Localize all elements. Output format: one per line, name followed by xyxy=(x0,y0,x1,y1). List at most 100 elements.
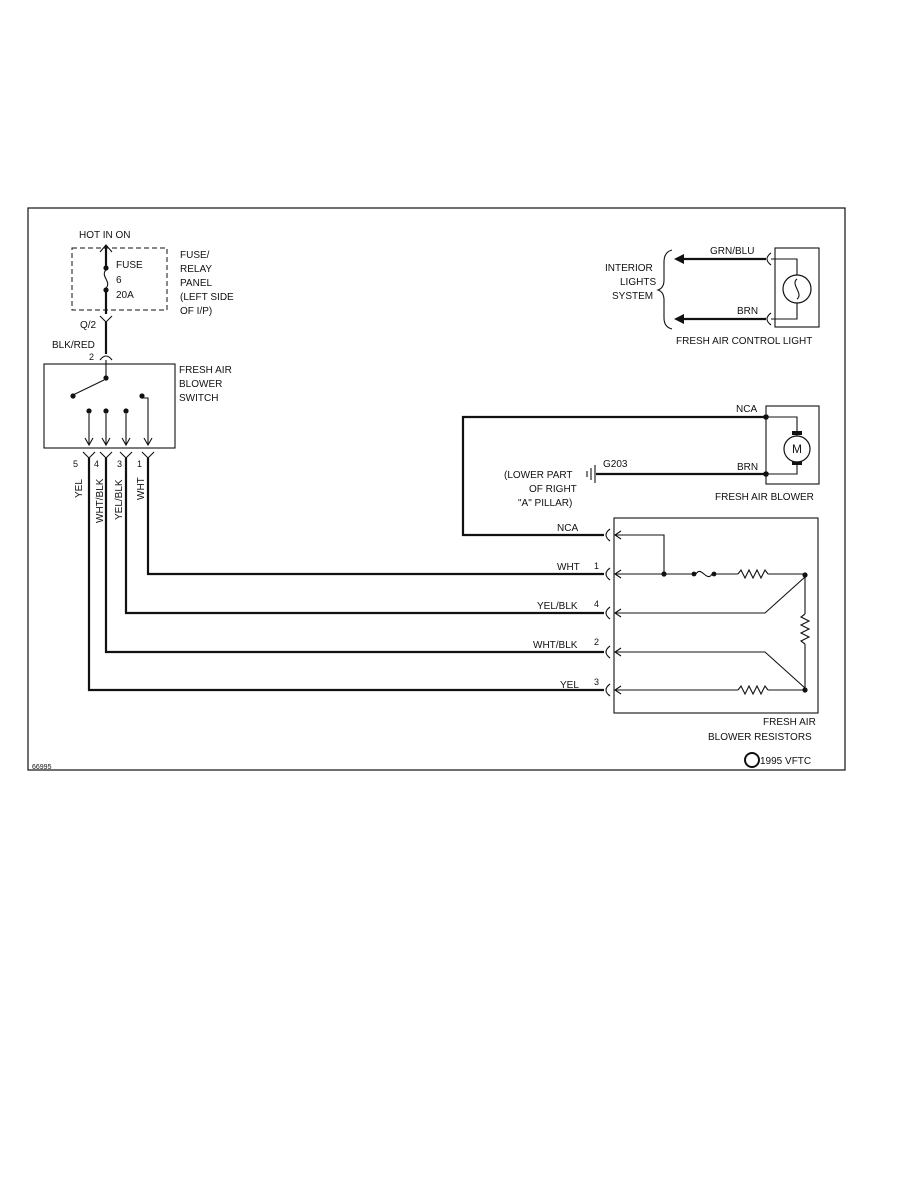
control-light-wire-label-grn-blu: GRN/BLU xyxy=(710,246,754,257)
switch-lead-1 xyxy=(142,397,149,444)
switch-pin-5: 5 xyxy=(73,459,78,469)
wire-label-yel: YEL xyxy=(560,680,579,691)
switch-position-2-contact xyxy=(123,408,129,414)
figure-id: 66995 xyxy=(32,764,52,771)
motor-symbol: M xyxy=(792,442,802,456)
blk-red-wire-label: BLK/RED xyxy=(52,340,95,351)
ground-location-1: (LOWER PART xyxy=(504,470,573,481)
ground-location-3: "A" PILLAR) xyxy=(518,498,572,509)
resistor-pin-4: 4 xyxy=(594,599,599,609)
control-light-lead-top xyxy=(771,258,798,275)
switch-wire-label-yel: YEL xyxy=(74,479,85,498)
bulb-filament-icon xyxy=(794,278,800,300)
connector-q2-label: Q/2 xyxy=(80,320,97,331)
blower-terminal-nca xyxy=(763,414,769,420)
resistors-name-1: FRESH AIR xyxy=(763,717,816,728)
blower-motor-lead-top xyxy=(768,416,798,436)
diagram-frame xyxy=(27,207,846,771)
thermal-fuse-terminal-right xyxy=(711,571,717,577)
motor-icon xyxy=(783,435,811,463)
switch-blade-icon xyxy=(72,379,105,396)
interior-lights-name-2: LIGHTS xyxy=(620,277,656,288)
ground-id: G203 xyxy=(603,459,628,470)
wire-label-nca-resistors: NCA xyxy=(557,523,578,534)
fuse-panel-name-5: OF I/P) xyxy=(180,306,212,317)
resistor-vertical-icon xyxy=(799,613,811,645)
wire-yel xyxy=(87,458,604,692)
blower-switch-name-2: BLOWER xyxy=(179,379,222,390)
copyright-icon xyxy=(744,752,760,768)
blower-motor-lead-bottom xyxy=(768,462,798,475)
control-light-box xyxy=(774,247,820,328)
switch-position-4-contact xyxy=(86,408,92,414)
fuse-label: FUSE xyxy=(116,260,143,271)
switch-wire-label-wht: WHT xyxy=(136,477,147,500)
switch-arrow-5-icon xyxy=(84,437,94,447)
resistors-name-2: BLOWER RESISTORS xyxy=(708,732,812,743)
switch-pin-1: 1 xyxy=(137,459,142,469)
wire-label-yel-blk: YEL/BLK xyxy=(537,601,578,612)
switch-pin-3: 3 xyxy=(117,459,122,469)
resistor-nca-lead xyxy=(615,534,665,574)
switch-input-connector-icon xyxy=(99,355,113,361)
interior-lights-name-3: SYSTEM xyxy=(612,291,653,302)
switch-arrow-4-icon xyxy=(101,437,111,447)
switch-pin-4: 4 xyxy=(94,459,99,469)
wire-wht-blk xyxy=(104,458,604,654)
control-light-connector-top-icon xyxy=(766,252,772,266)
fuse-relay-panel: HOT IN ON FUSE 6 20A FUSE/ RELAY PANEL (… xyxy=(71,230,234,331)
resistor-input-4-lead xyxy=(615,576,806,614)
resistor-connector-2-icon xyxy=(605,645,611,659)
ground-g203: G203 (LOWER PART OF RIGHT "A" PILLAR) xyxy=(504,459,766,509)
hot-feed-arrow-icon xyxy=(99,244,113,253)
fuse-panel-name-4: (LEFT SIDE xyxy=(180,292,234,303)
fresh-air-blower: M NCA BRN FRESH AIR BLOWER xyxy=(715,404,820,503)
resistor-connector-1-icon xyxy=(605,567,611,581)
blower-switch-name-1: FRESH AIR xyxy=(179,365,232,376)
ground-location-2: OF RIGHT xyxy=(529,484,577,495)
resistor-pin-3: 3 xyxy=(594,677,599,687)
wire-label-wht: WHT xyxy=(557,562,580,573)
resistor-pin-1: 1 xyxy=(594,561,599,571)
interior-lights-name-1: INTERIOR xyxy=(605,263,653,274)
resistor-top-icon xyxy=(737,568,769,580)
switch-wire-label-yel-blk: YEL/BLK xyxy=(114,479,125,520)
resistor-junction-1 xyxy=(661,571,667,577)
switch-input-pin: 2 xyxy=(89,352,94,362)
switch-wire-label-wht-blk: WHT/BLK xyxy=(95,478,106,523)
resistor-node-top xyxy=(802,572,808,578)
blower-wire-label-brn: BRN xyxy=(737,462,758,473)
fuse-panel-name-3: PANEL xyxy=(180,278,212,289)
thermal-fuse-terminal-left xyxy=(691,571,697,577)
control-light-lead-bottom xyxy=(771,303,798,320)
switch-position-1-contact xyxy=(139,393,145,399)
wire-wht xyxy=(146,458,604,576)
blower-switch-name-3: SWITCH xyxy=(179,393,218,404)
blower-wire-label-nca: NCA xyxy=(736,404,757,415)
fuse-number: 6 xyxy=(116,275,122,286)
fuse-panel-dashed-box xyxy=(71,247,168,311)
blower-resistors: FRESH AIR BLOWER RESISTORS xyxy=(605,517,819,743)
blower-switch: FRESH AIR BLOWER SWITCH xyxy=(43,360,232,449)
blower-motor-box xyxy=(765,405,820,485)
switch-arrow-3-icon xyxy=(121,437,131,447)
switch-position-5-contact xyxy=(70,393,76,399)
motor-brush-bottom xyxy=(792,461,802,465)
fuse-panel-name-1: FUSE/ xyxy=(180,250,210,261)
interior-lights-brace-icon xyxy=(656,249,673,330)
fuse-terminal-top xyxy=(103,265,109,271)
fuse-icon xyxy=(103,269,109,289)
control-light-name: FRESH AIR CONTROL LIGHT xyxy=(676,336,812,347)
wire-nca-blower-to-resistors xyxy=(461,415,766,537)
blower-resistors-box xyxy=(613,517,819,714)
fuse-panel-name-2: RELAY xyxy=(180,264,212,275)
control-light-wire-label-brn: BRN xyxy=(737,306,758,317)
fuse-terminal-bottom xyxy=(103,287,109,293)
wire-label-wht-blk: WHT/BLK xyxy=(533,640,578,651)
fuse-rating: 20A xyxy=(116,290,134,301)
resistor-input-2-lead xyxy=(615,651,806,689)
resistor-connector-4-icon xyxy=(605,606,611,620)
wire-yel-blk xyxy=(124,458,604,615)
motor-brush-top xyxy=(792,431,802,435)
